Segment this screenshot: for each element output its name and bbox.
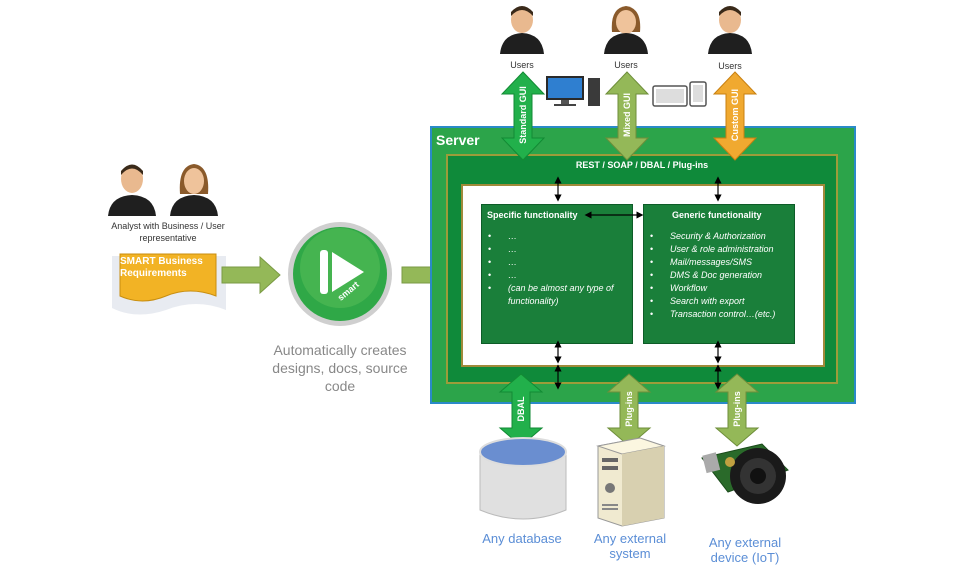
external-system-label: Any external system <box>593 531 667 561</box>
database-icon <box>479 437 567 520</box>
iot-device-label: Any external device (IoT) <box>708 535 782 565</box>
arrow-to-smart <box>221 255 281 295</box>
generic-item: Mail/messages/SMS <box>644 256 794 269</box>
specific-list: … … … … (can be almost any type of funct… <box>482 230 632 308</box>
business-representative-avatar <box>170 164 218 216</box>
generic-title: Generic functionality <box>672 210 762 220</box>
analyst-avatar <box>108 164 156 216</box>
generic-item: User & role administration <box>644 243 794 256</box>
smart-play-logo <box>288 222 392 326</box>
specific-item: (can be almost any type of functionality… <box>482 282 632 308</box>
standard-gui-arrow <box>500 71 546 161</box>
user-avatar-right <box>708 6 752 54</box>
users-label-left: Users <box>510 60 534 70</box>
generic-item: Security & Authorization <box>644 230 794 243</box>
specific-title: Specific functionality <box>487 210 578 220</box>
custom-gui-label: Custom GUI <box>730 89 740 142</box>
generic-functionality-box: Generic functionality Security & Authori… <box>643 204 795 344</box>
connector-arrows <box>554 176 722 390</box>
specific-item: … <box>482 230 632 243</box>
specific-functionality-box: Specific functionality … … … … (can be a… <box>481 204 633 344</box>
plugins-label-system: Plug-ins <box>624 391 634 427</box>
database-label: Any database <box>482 531 562 546</box>
mobile-devices-icon <box>652 81 707 107</box>
server-title: Server <box>436 132 480 148</box>
analyst-label: Analyst with Business / User representat… <box>111 221 225 243</box>
user-avatar-left <box>500 6 544 54</box>
specific-item: … <box>482 269 632 282</box>
generic-item: Transaction control…(etc.) <box>644 308 794 321</box>
generic-item: DMS & Doc generation <box>644 269 794 282</box>
requirements-document <box>112 253 226 315</box>
users-label-right: Users <box>718 61 742 71</box>
dbal-label: DBAL <box>516 396 526 422</box>
standard-gui-label: Standard GUI <box>518 86 528 144</box>
plugins-label-device: Plug-ins <box>732 391 742 427</box>
mixed-gui-arrow <box>604 71 650 161</box>
specific-item: … <box>482 243 632 256</box>
protocols-label: REST / SOAP / DBAL / Plug-ins <box>575 160 709 170</box>
desktop-computer-icon <box>546 76 600 106</box>
custom-gui-arrow <box>712 71 758 161</box>
generic-item: Search with export <box>644 295 794 308</box>
mixed-gui-label: Mixed GUI <box>622 93 632 138</box>
auto-caption: Automatically creates designs, docs, sou… <box>272 342 408 394</box>
user-avatar-mid <box>604 6 648 54</box>
generic-item: Workflow <box>644 282 794 295</box>
iot-sensor-device-icon <box>701 443 789 504</box>
specific-item: … <box>482 256 632 269</box>
users-label-mid: Users <box>614 60 638 70</box>
generic-list: Security & Authorization User & role adm… <box>644 230 794 321</box>
external-system-server-icon <box>596 437 666 527</box>
plugins-arrow-device <box>714 373 760 447</box>
requirements-title: SMART Business Requirements <box>120 256 203 279</box>
